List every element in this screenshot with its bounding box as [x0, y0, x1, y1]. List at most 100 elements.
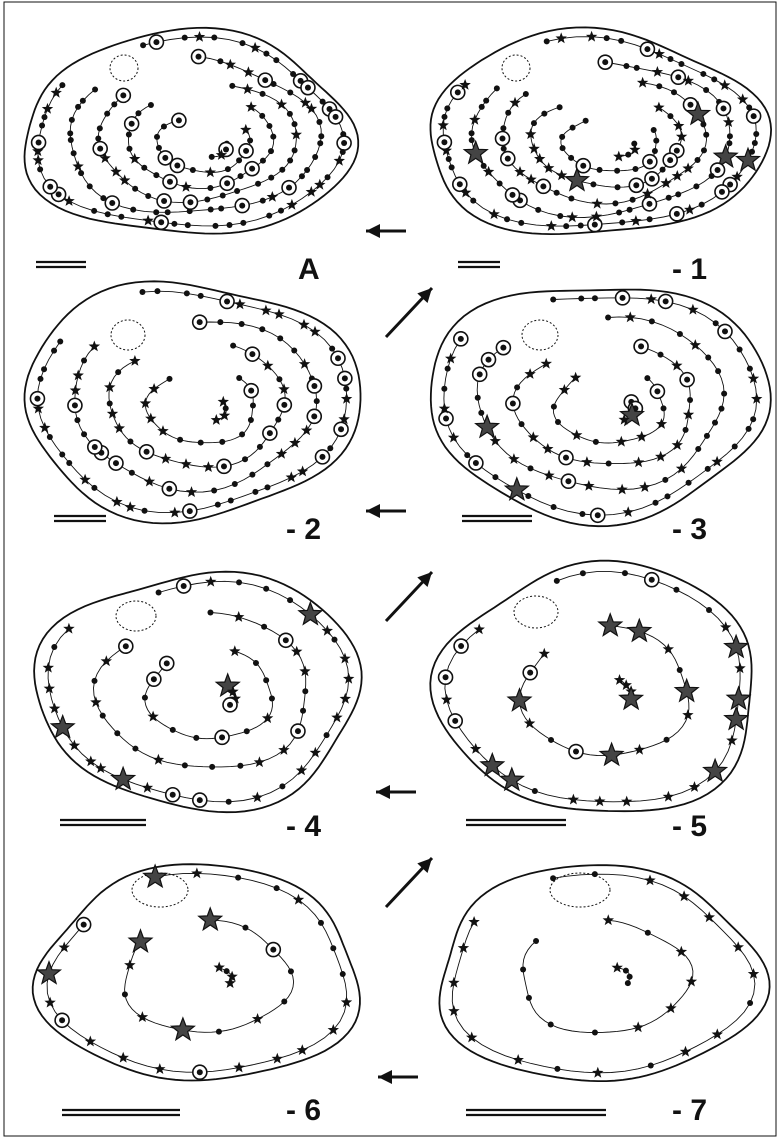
dot-marker — [693, 183, 699, 189]
dot-marker — [111, 101, 117, 107]
dot-marker — [673, 587, 679, 593]
small-star-marker — [194, 31, 205, 42]
dot-marker — [269, 696, 275, 702]
panel-m3 — [431, 290, 771, 527]
dot-marker — [592, 295, 598, 301]
dot-marker — [504, 216, 510, 222]
circled-dot-marker — [496, 341, 510, 355]
small-star-marker — [95, 762, 106, 773]
small-star-marker — [69, 740, 80, 751]
dot-marker — [550, 875, 556, 881]
dot-marker — [237, 763, 243, 769]
dot-marker — [75, 104, 81, 110]
small-star-marker — [671, 360, 682, 371]
panel-label-m2: - 2 — [286, 515, 321, 545]
dot-marker — [211, 487, 217, 493]
dot-marker — [100, 713, 106, 719]
dot-marker — [479, 104, 485, 110]
small-star-marker — [180, 181, 191, 192]
dot-marker — [554, 1066, 560, 1072]
panel-label-m4: - 4 — [286, 812, 321, 842]
dot-marker — [218, 205, 224, 211]
large-star-marker — [725, 707, 748, 729]
circled-dot-marker — [162, 482, 176, 496]
circled-dot-marker — [116, 88, 130, 102]
dot-marker — [695, 157, 701, 163]
dot-marker — [148, 102, 154, 108]
dot-marker — [156, 145, 162, 151]
dot-marker — [632, 166, 638, 172]
small-star-marker — [625, 311, 636, 322]
circled-dot-marker — [183, 195, 197, 209]
dot-marker — [260, 198, 266, 204]
dot-marker — [525, 493, 531, 499]
circled-dot-marker — [437, 135, 451, 149]
small-star-marker — [218, 396, 229, 407]
dot-marker — [126, 146, 132, 152]
dot-marker — [327, 445, 333, 451]
panel-m2 — [25, 281, 361, 523]
dot-marker — [570, 125, 576, 131]
small-star-marker — [301, 425, 312, 436]
dot-marker — [533, 938, 539, 944]
dot-marker — [593, 439, 599, 445]
small-star-marker — [682, 709, 693, 720]
dot-marker — [699, 202, 705, 208]
dot-marker — [652, 148, 658, 154]
dot-marker — [105, 211, 111, 217]
dot-marker — [445, 366, 451, 372]
small-star-marker — [334, 155, 345, 166]
small-star-marker — [249, 42, 260, 53]
dot-marker — [259, 326, 265, 332]
large-star-marker — [675, 679, 698, 701]
dot-marker — [671, 89, 677, 95]
dot-marker — [316, 119, 322, 125]
dot-marker — [242, 456, 248, 462]
circled-dot-marker — [105, 196, 119, 210]
dot-marker — [126, 132, 132, 138]
small-star-marker — [242, 83, 253, 94]
dot-marker — [514, 384, 520, 390]
small-star-marker — [104, 381, 116, 392]
dot-marker — [590, 181, 596, 187]
dot-marker — [700, 121, 706, 127]
large-star-marker — [628, 619, 651, 641]
dot-marker — [198, 440, 204, 446]
small-star-marker — [137, 1011, 149, 1022]
circled-dot-marker — [235, 199, 249, 213]
small-star-marker — [267, 191, 279, 202]
panel-label-A: A — [298, 255, 320, 285]
dot-marker — [171, 221, 177, 227]
arrow-up-right — [386, 858, 432, 907]
shell-outline — [430, 561, 751, 812]
dot-marker — [279, 167, 285, 173]
circled-dot-marker — [506, 188, 520, 202]
dot-marker — [68, 137, 74, 143]
dot-marker — [259, 113, 265, 119]
small-star-marker — [612, 962, 623, 973]
circled-dot-marker — [576, 159, 590, 173]
dot-marker — [555, 419, 561, 425]
circled-dot-marker — [645, 573, 659, 587]
small-star-marker — [73, 370, 84, 381]
panel-label-m6: - 6 — [286, 1096, 321, 1126]
small-star-marker — [748, 373, 760, 384]
dot-marker — [329, 346, 335, 352]
small-star-marker — [89, 341, 101, 352]
dot-marker — [592, 1030, 598, 1036]
circled-dot-marker — [634, 339, 648, 353]
dot-marker — [630, 197, 636, 203]
small-star-marker — [594, 796, 605, 807]
dot-marker — [216, 1029, 222, 1035]
small-star-marker — [145, 413, 156, 424]
small-star-marker — [129, 153, 140, 164]
growth-line — [531, 107, 682, 187]
small-star-marker — [613, 151, 624, 162]
dot-marker — [229, 83, 235, 89]
circled-dot-marker — [158, 151, 172, 165]
small-star-marker — [111, 496, 122, 507]
dot-marker — [444, 105, 450, 111]
dot-marker — [107, 400, 113, 406]
dot-marker — [747, 366, 753, 372]
dot-marker — [244, 728, 250, 734]
